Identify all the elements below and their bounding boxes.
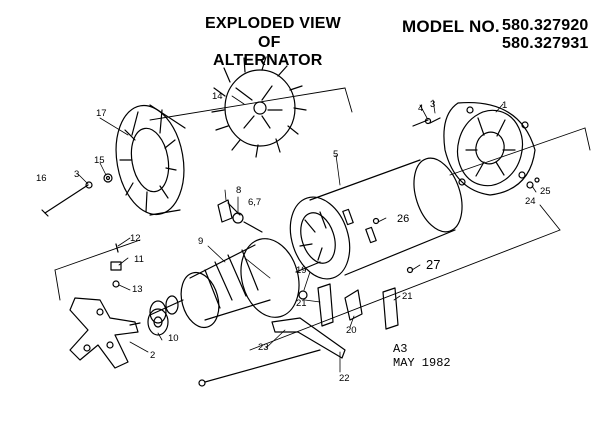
drawing-date: MAY 1982	[393, 356, 451, 370]
part-label-3a: 3	[74, 169, 79, 180]
model-label: MODEL NO.	[402, 17, 500, 36]
part-label-11: 11	[134, 254, 144, 265]
part-label-10: 10	[168, 333, 179, 344]
part-labels: 1 2 3 3 4 5 6,7 8 9 10 11 12 13 14 15 16…	[36, 91, 551, 384]
part-label-26: 26	[397, 213, 409, 225]
drawing-code: A3	[393, 342, 408, 356]
part-label-27: 27	[426, 257, 440, 272]
part-label-16: 16	[36, 173, 47, 184]
part-label-5: 5	[333, 149, 338, 160]
part-label-13: 13	[132, 284, 143, 295]
hardware-11-12-13	[110, 243, 122, 288]
bearing-10	[147, 308, 169, 336]
part-label-1: 1	[502, 100, 507, 111]
background-outline	[54, 87, 591, 351]
end-bell-1	[412, 101, 536, 196]
adapter-2	[69, 297, 141, 369]
part-label-21a: 21	[296, 298, 307, 309]
leader-lines	[77, 95, 540, 373]
hardware-24-25	[526, 177, 540, 189]
part-label-4: 4	[418, 103, 423, 114]
model-number-2: 580.327931	[502, 35, 589, 52]
part-label-25: 25	[540, 186, 551, 197]
part-label-12: 12	[130, 233, 141, 244]
part-label-24: 24	[525, 196, 536, 207]
through-bolt-23	[198, 349, 321, 387]
part-label-20: 20	[346, 325, 357, 336]
part-label-19: 19	[296, 265, 307, 276]
diagram-title-line2: OF	[258, 34, 281, 51]
diagram-title-line3: ALTERNATOR	[213, 52, 323, 69]
part-label-21b: 21	[402, 291, 413, 302]
part-label-9: 9	[198, 236, 203, 247]
diagram-title-line1: EXPLODED VIEW	[205, 15, 341, 32]
housing-5	[289, 157, 463, 280]
rotor-9	[149, 238, 321, 329]
through-bolt-16	[41, 173, 113, 217]
part-label-14: 14	[212, 91, 223, 102]
part-label-23: 23	[258, 342, 269, 353]
part-label-8: 8	[236, 185, 241, 196]
brackets-19-22	[271, 283, 399, 359]
part-label-6-7: 6,7	[248, 197, 261, 208]
part-label-2: 2	[150, 350, 155, 361]
model-number-1: 580.327920	[502, 17, 589, 34]
fan-14	[211, 56, 307, 158]
part-label-3b: 3	[430, 99, 435, 110]
part-label-17: 17	[96, 108, 107, 119]
part-label-22: 22	[339, 373, 350, 384]
part-label-15: 15	[94, 155, 105, 166]
end-bell-17	[115, 104, 186, 216]
